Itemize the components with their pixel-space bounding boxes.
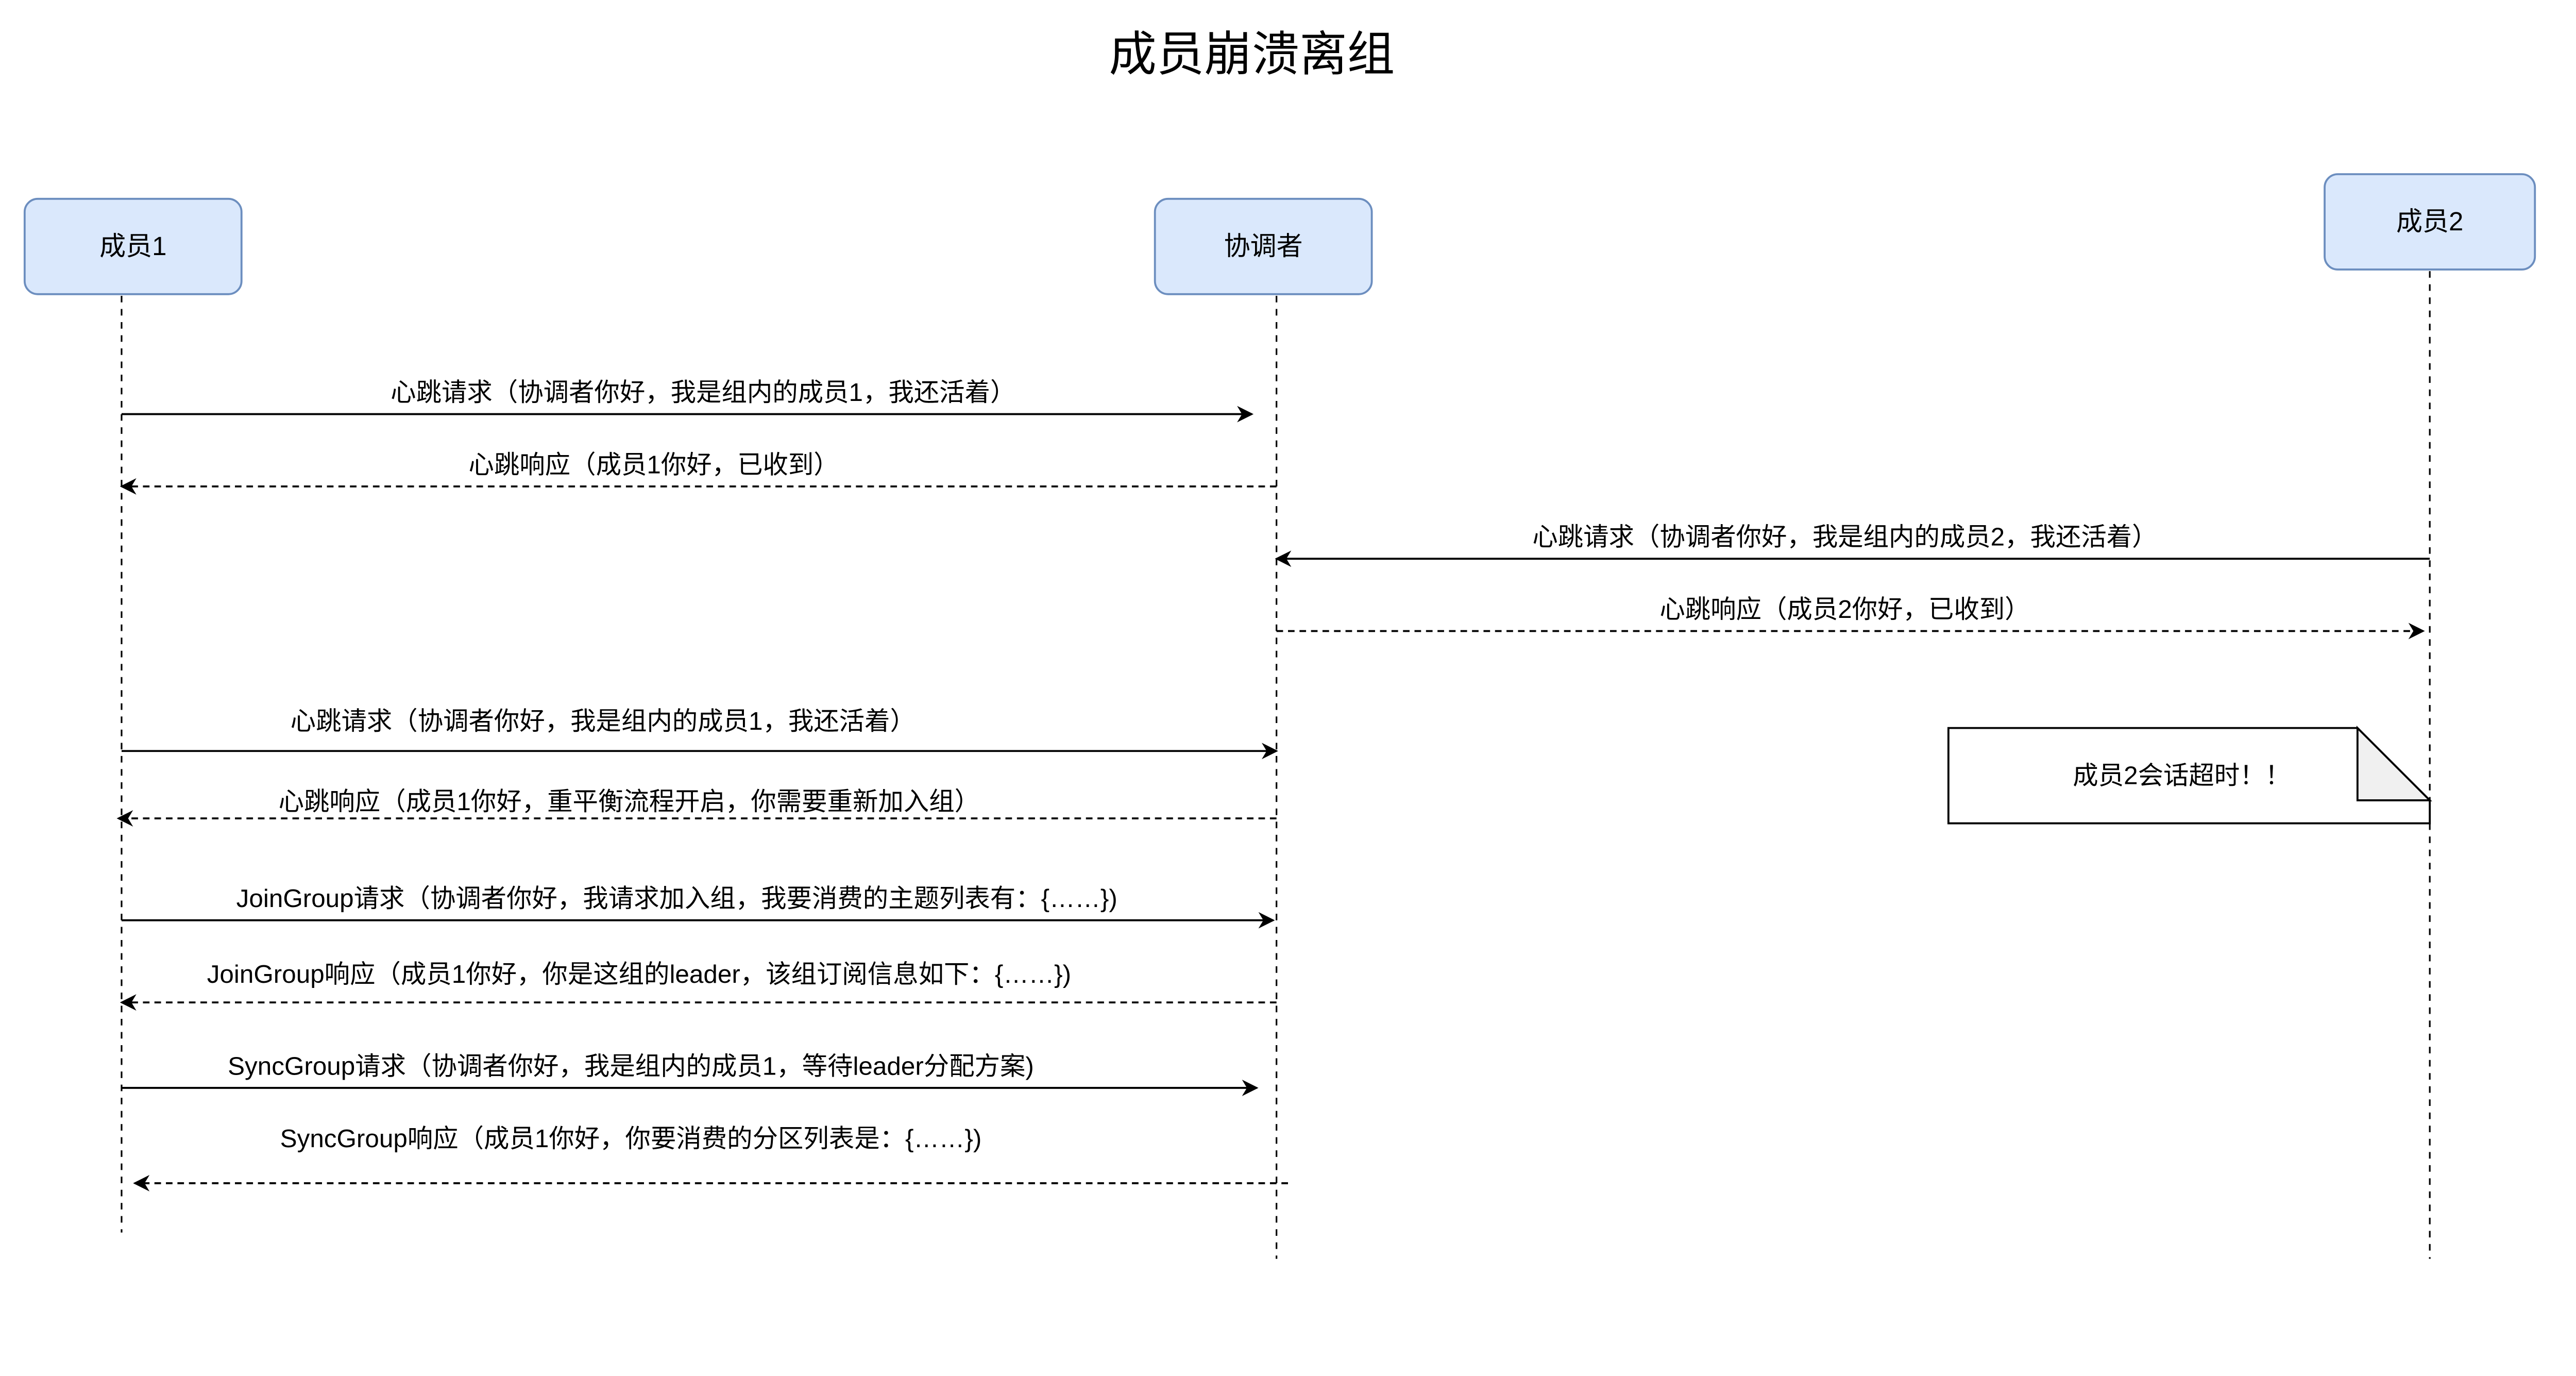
- message-label: 心跳请求（协调者你好，我是组内的成员1，我还活着）: [291, 707, 916, 735]
- message-syncgroup-request[interactable]: SyncGroup请求（协调者你好，我是组内的成员1，等待leader分配方案): [121, 1052, 1259, 1096]
- actor-label: 协调者: [1224, 231, 1303, 261]
- message-label: 心跳请求（协调者你好，我是组内的成员2，我还活着）: [1532, 523, 2157, 551]
- message-heartbeat-request-3[interactable]: 心跳请求（协调者你好，我是组内的成员1，我还活着）: [121, 707, 1278, 760]
- actor-label: 成员1: [99, 231, 166, 261]
- message-heartbeat-response-2[interactable]: 心跳响应（成员2你好，已收到）: [1276, 595, 2425, 640]
- message-label: SyncGroup请求（协调者你好，我是组内的成员1，等待leader分配方案): [228, 1052, 1034, 1080]
- sequence-diagram: 成员崩溃离组 成员1 协调者 成员2 心跳请求（协调者你好，我是组内的成员1，我…: [23, 27, 2536, 1259]
- actor-member1[interactable]: 成员1: [23, 197, 243, 295]
- diagram-title: 成员崩溃离组: [1109, 27, 1395, 81]
- note-label: 成员2会话超时！！: [2073, 761, 2291, 790]
- note-fold: [2356, 726, 2432, 801]
- message-label: 心跳响应（成员2你好，已收到）: [1659, 595, 2030, 624]
- message-syncgroup-response[interactable]: SyncGroup响应（成员1你好，你要消费的分区列表是：{……}): [133, 1125, 1288, 1192]
- message-joingroup-response[interactable]: JoinGroup响应（成员1你好，你是这组的leader，该组订阅信息如下：{…: [120, 960, 1277, 1011]
- actor-coordinator[interactable]: 协调者: [1154, 197, 1373, 295]
- message-label: SyncGroup响应（成员1你好，你要消费的分区列表是：{……}): [280, 1125, 982, 1153]
- actor-label: 成员2: [2396, 207, 2463, 236]
- actor-member2[interactable]: 成员2: [2324, 173, 2536, 271]
- message-heartbeat-request-1[interactable]: 心跳请求（协调者你好，我是组内的成员1，我还活着）: [121, 378, 1254, 423]
- message-label: 心跳响应（成员1你好，已收到）: [469, 450, 839, 479]
- message-label: JoinGroup响应（成员1你好，你是这组的leader，该组订阅信息如下：{…: [207, 960, 1071, 988]
- message-label: 心跳响应（成员1你好，重平衡流程开启，你需要重新加入组）: [279, 787, 980, 816]
- message-heartbeat-response-rebalance[interactable]: 心跳响应（成员1你好，重平衡流程开启，你需要重新加入组）: [116, 787, 1277, 827]
- message-heartbeat-response-1[interactable]: 心跳响应（成员1你好，已收到）: [120, 450, 1277, 495]
- message-label: JoinGroup请求（协调者你好，我请求加入组，我要消费的主题列表有：{……}…: [236, 884, 1117, 913]
- note-shape: [1947, 727, 2431, 825]
- message-joingroup-request[interactable]: JoinGroup请求（协调者你好，我请求加入组，我要消费的主题列表有：{……}…: [121, 884, 1275, 929]
- message-heartbeat-request-2[interactable]: 心跳请求（协调者你好，我是组内的成员2，我还活着）: [1275, 523, 2430, 567]
- message-label: 心跳请求（协调者你好，我是组内的成员1，我还活着）: [391, 378, 1015, 407]
- note-session-timeout[interactable]: 成员2会话超时！！: [1947, 726, 2432, 825]
